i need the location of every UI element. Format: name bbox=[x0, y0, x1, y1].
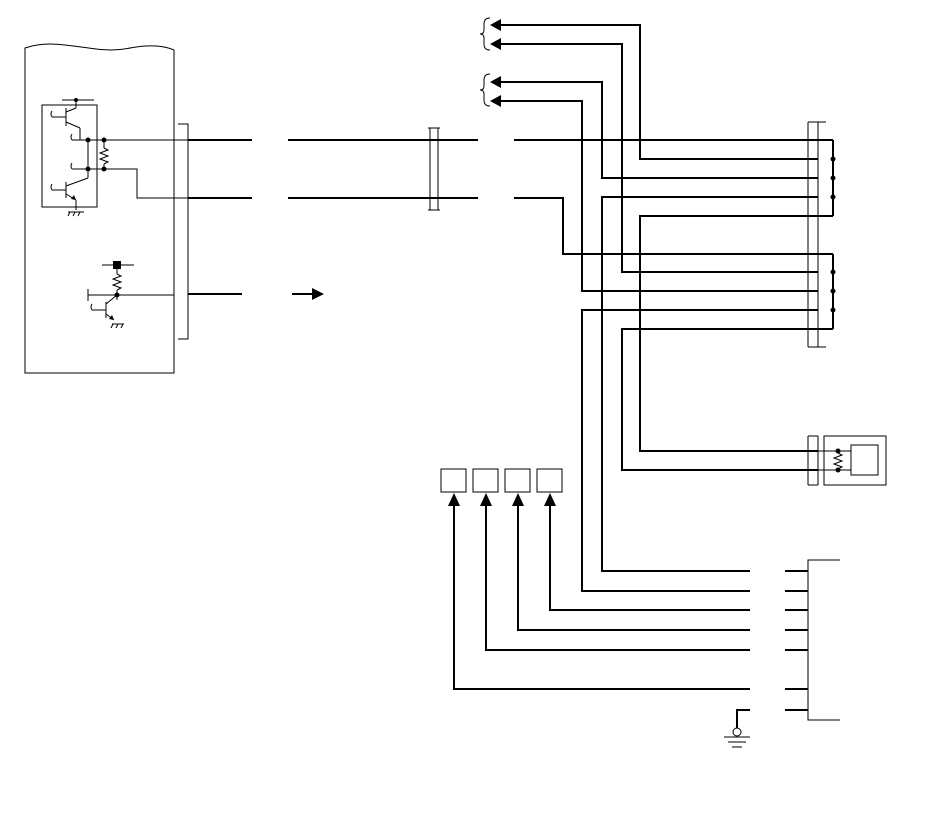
arrow-up-icon bbox=[480, 493, 492, 506]
arrow-left-icon bbox=[490, 76, 501, 88]
right-connector-lower-bus bbox=[818, 253, 836, 330]
right-arrow-icon bbox=[312, 288, 324, 300]
output-box bbox=[472, 468, 499, 493]
sensor-unit bbox=[807, 435, 887, 486]
transistor-pair bbox=[41, 98, 110, 217]
right-connector bbox=[807, 121, 826, 348]
arrow-up-icon bbox=[448, 493, 460, 506]
right-connector-upper-bus bbox=[818, 139, 836, 217]
module-internal-wires bbox=[104, 139, 190, 199]
switch-transistor bbox=[87, 261, 174, 329]
output-box bbox=[440, 468, 467, 493]
output-box bbox=[504, 468, 531, 493]
arrow-left-icon bbox=[490, 19, 501, 31]
harness-wires bbox=[188, 139, 478, 300]
mid-connector bbox=[428, 127, 440, 211]
ground-symbol bbox=[724, 709, 750, 748]
arrow-up-icon bbox=[544, 493, 556, 506]
terminal-block bbox=[785, 559, 840, 721]
brace-group-lower bbox=[479, 73, 501, 107]
output-boxes bbox=[440, 468, 750, 690]
control-module bbox=[24, 43, 175, 374]
arrow-left-icon bbox=[490, 38, 501, 50]
output-box bbox=[536, 468, 563, 493]
arrow-left-icon bbox=[490, 95, 501, 107]
left-connector bbox=[178, 123, 189, 340]
arrow-up-icon bbox=[512, 493, 524, 506]
routed-wires bbox=[501, 24, 818, 592]
brace-group-upper bbox=[479, 17, 501, 51]
